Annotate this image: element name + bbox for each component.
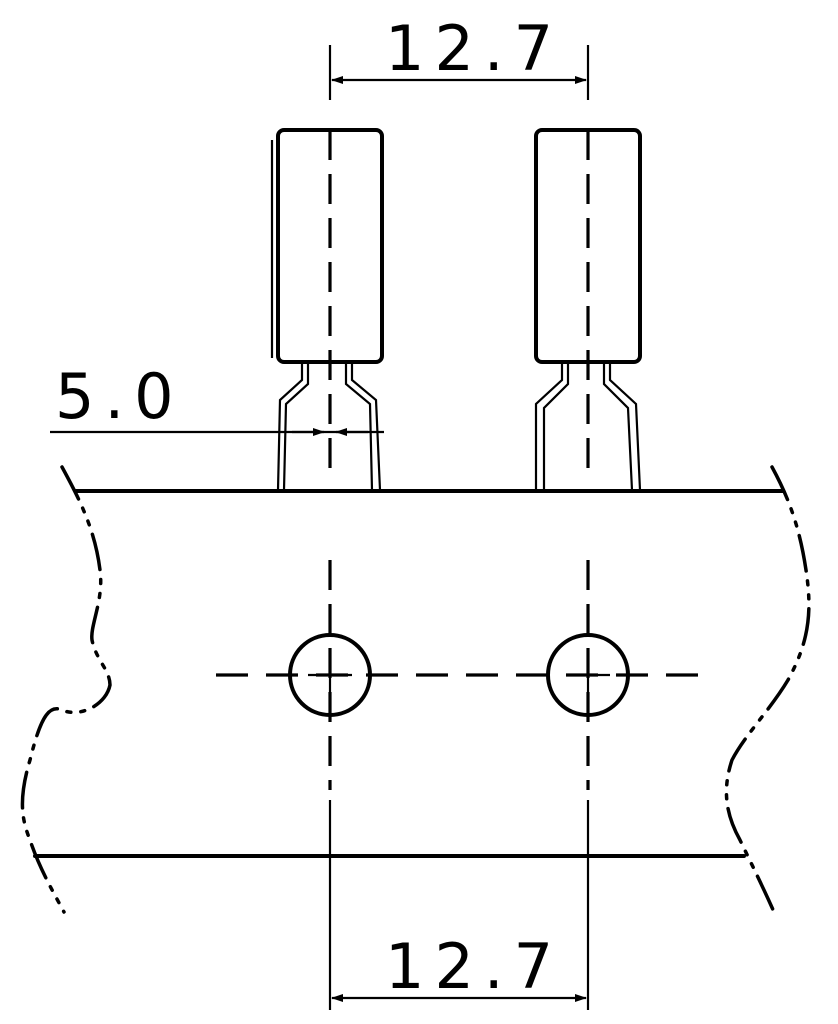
component-right-lead-outer-a	[534, 364, 564, 490]
center-lines	[216, 130, 704, 790]
bottom-pitch-label: 12.7	[385, 930, 563, 1003]
component-left-lead-outer-a	[276, 364, 304, 491]
top-pitch-label: 12.7	[385, 12, 563, 85]
component-right-lead-outer-b	[608, 364, 642, 491]
component-left-lead-inner-b	[344, 364, 374, 491]
component-left	[270, 128, 384, 491]
tape-left-break	[20, 465, 112, 914]
component-left-lead-inner-a	[282, 364, 310, 491]
top-pitch-dimension: 12.7	[328, 12, 590, 100]
component-right-lead-inner-b	[602, 364, 634, 491]
component-left-lead-outer-b	[350, 364, 382, 491]
component-right-lead-inner-a	[542, 364, 570, 490]
lead-spacing-label: 5.0	[55, 360, 184, 433]
lead-spacing-dimension: 5.0	[50, 360, 384, 436]
bottom-pitch-dimension: 12.7	[328, 800, 590, 1010]
carrier-tape	[20, 465, 811, 914]
tape-right-break	[724, 465, 811, 914]
